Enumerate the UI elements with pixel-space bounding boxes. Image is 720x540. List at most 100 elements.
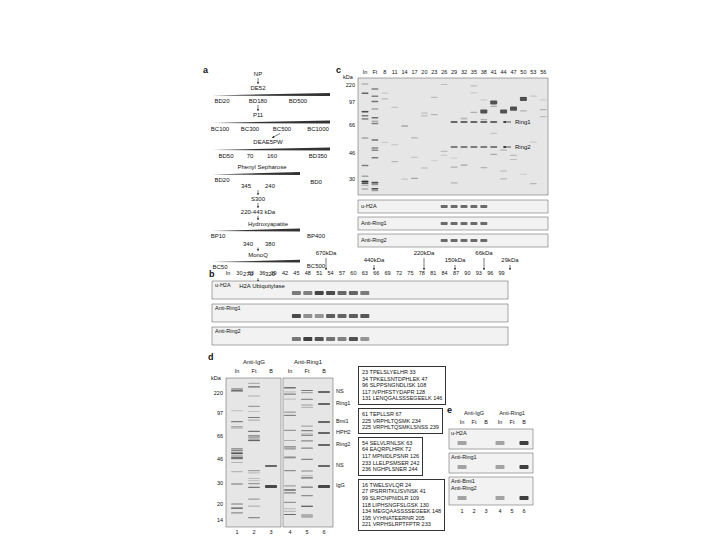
size-standard: 29kDa xyxy=(501,257,518,263)
gel-band xyxy=(318,465,330,467)
peptide-sequence: 117 IVPHFSTYDAPR 128 xyxy=(362,389,442,396)
western-blot xyxy=(358,234,548,247)
gel-band xyxy=(326,314,335,318)
size-marker: 220 xyxy=(214,391,223,397)
lane-label: Ft xyxy=(305,369,310,375)
gel-band xyxy=(231,390,243,391)
gel-band xyxy=(231,503,243,504)
antibody-label: Anti-IgG xyxy=(243,359,265,365)
size-arrow xyxy=(510,265,511,270)
lane-label: 51 xyxy=(316,271,322,277)
size-standard: 440kDa xyxy=(364,257,385,263)
gel-band xyxy=(500,178,507,179)
lane-label: 42 xyxy=(282,271,288,277)
lane-number: 2 xyxy=(472,509,475,515)
lane-label: 47 xyxy=(510,70,516,76)
gel-band xyxy=(451,239,458,242)
gel-band xyxy=(284,440,296,441)
scheme-label: P11 xyxy=(253,112,263,118)
band-label: Bmi1 xyxy=(336,419,349,425)
gel-band xyxy=(231,455,243,456)
western-blot xyxy=(358,217,548,230)
scheme-label: 160 xyxy=(267,153,277,159)
gel-band xyxy=(248,440,260,441)
lane-label: 30 xyxy=(236,271,242,277)
gel-band xyxy=(248,470,260,471)
lane-label: 57 xyxy=(339,271,345,277)
band-label: IgG xyxy=(336,483,345,489)
gel-band xyxy=(349,291,358,295)
band-arrow xyxy=(503,122,511,123)
gel-band xyxy=(500,170,507,171)
gel-band xyxy=(371,117,378,119)
gel-band xyxy=(362,165,369,167)
gel-band xyxy=(461,119,468,120)
gel-band xyxy=(371,147,378,149)
gel-band xyxy=(421,113,428,114)
gel-band xyxy=(301,392,313,393)
gel-band xyxy=(362,188,369,190)
gel-band xyxy=(540,109,547,110)
gel-band xyxy=(441,155,448,156)
lane-label: 35 xyxy=(471,70,477,76)
lane-label: 39 xyxy=(271,271,277,277)
scheme-label: BC1000 xyxy=(307,126,329,132)
scheme-label: BC500 xyxy=(307,263,325,269)
gel-band xyxy=(458,441,467,445)
gel-band xyxy=(231,483,243,484)
gel-band xyxy=(231,410,243,411)
gel-band xyxy=(301,477,313,478)
gel-band xyxy=(301,407,313,408)
gel-band xyxy=(301,433,313,434)
lane-label: 36 xyxy=(259,271,265,277)
gradient-wedges xyxy=(212,93,330,263)
gel-band xyxy=(284,394,296,395)
panel-letter: a xyxy=(203,66,208,75)
gel-band xyxy=(248,411,260,412)
gel-band xyxy=(360,337,369,341)
gel-band xyxy=(470,205,477,208)
lane-number: 6 xyxy=(522,509,525,515)
gel-band xyxy=(461,165,468,166)
peptide-box: 16 TWELSVLQR 2427 IPSRRITKLISVNSK 4199 S… xyxy=(358,479,445,531)
scheme-arrow xyxy=(258,190,259,195)
axis-unit: kDa xyxy=(211,376,221,382)
scheme-label: BP400 xyxy=(307,233,325,239)
gradient-wedge xyxy=(212,148,330,151)
western-blot xyxy=(358,200,548,213)
gel-band xyxy=(284,502,296,503)
gel-band xyxy=(470,92,477,93)
gel-band xyxy=(461,146,468,148)
lane-label: 50 xyxy=(520,70,526,76)
gel-band xyxy=(441,222,448,225)
gel-band xyxy=(371,157,378,159)
gel-band xyxy=(338,314,347,318)
gel-band xyxy=(451,146,458,148)
scheme-label: DE52 xyxy=(250,85,265,91)
lane-label: 72 xyxy=(396,271,402,277)
lane-label: 32 xyxy=(461,70,467,76)
scheme-arrow xyxy=(272,134,280,138)
peptide-sequence: 34 TPKELSNTDPHLEK 47 xyxy=(362,376,442,383)
gel-band xyxy=(231,508,243,509)
lane-label: 84 xyxy=(442,271,448,277)
gel-band xyxy=(381,93,388,94)
gel-band xyxy=(480,119,487,120)
gel-band xyxy=(284,514,296,515)
gel-band xyxy=(318,432,330,434)
lane-label: Ft xyxy=(472,420,477,426)
gradient-wedge xyxy=(212,93,330,96)
gel-band xyxy=(480,99,487,100)
gel-band xyxy=(500,149,507,150)
gel-band xyxy=(292,314,301,318)
peptide-sequence: 96 SLPPSNGNDLISK 108 xyxy=(362,382,442,389)
gel-band xyxy=(284,489,296,490)
gel-band xyxy=(411,137,418,138)
gel-band xyxy=(391,107,398,108)
peptide-sequence: 225 VRPHLTQSMKLSNSS 239 xyxy=(362,424,439,431)
scheme-label: DEAE5PW xyxy=(253,139,282,145)
gel-band xyxy=(451,121,458,123)
gel-band xyxy=(540,99,547,100)
lane-label: 41 xyxy=(491,70,497,76)
gel-band xyxy=(490,146,497,148)
